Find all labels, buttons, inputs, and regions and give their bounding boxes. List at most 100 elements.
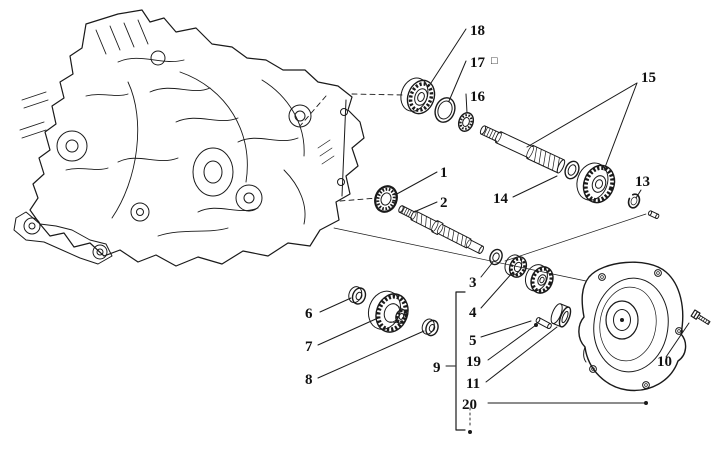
gear-shaft-15: [479, 125, 566, 174]
leader-line-5: [480, 320, 532, 338]
circlip-13: [627, 193, 641, 209]
spline: [456, 232, 459, 244]
outer-rim: [375, 293, 409, 333]
rib: [197, 207, 259, 213]
worm-spline-hatch: [416, 211, 467, 248]
bore: [355, 291, 363, 301]
fin: [95, 29, 107, 55]
callout-15: 15: [641, 70, 656, 86]
callout-17-square-marker: □: [491, 55, 498, 67]
exploded-parts: [348, 77, 711, 392]
back-face: [348, 286, 363, 304]
cover-outline: [578, 261, 687, 392]
mounting-studs: [19, 91, 49, 139]
callout-2: 2: [440, 195, 448, 211]
pin-body: [536, 317, 552, 329]
outer-ring: [351, 287, 367, 305]
step: [526, 145, 535, 159]
leader-line-1: [394, 171, 438, 196]
engine-crankcase: [13, 9, 365, 267]
tip: [479, 125, 487, 135]
outer-ring: [564, 160, 580, 180]
spline: [443, 225, 446, 237]
shaft-end: [478, 245, 484, 254]
callout-1: 1: [440, 165, 448, 181]
hatch-marks: [317, 139, 335, 165]
callout-18: 18: [470, 23, 485, 39]
leader-lines: [317, 28, 690, 434]
stud: [19, 121, 45, 131]
fin: [123, 22, 135, 48]
leader-line-8: [317, 330, 425, 379]
front-face: [558, 306, 572, 328]
hub: [605, 300, 639, 340]
axis-dashed-lower: [339, 197, 378, 202]
boss-hole: [243, 192, 255, 204]
leader-line-18: [428, 28, 467, 87]
rib: [261, 79, 305, 157]
rib: [179, 71, 248, 183]
spline: [547, 153, 551, 169]
hatch: [319, 147, 333, 157]
leader-dot: [644, 401, 648, 405]
bolt-hole-inner: [644, 383, 648, 387]
cover-depth-line: [583, 346, 587, 363]
rib: [157, 227, 229, 237]
stud: [21, 129, 47, 139]
boss-hole: [96, 248, 104, 256]
case-fins: [95, 19, 149, 55]
leader-line-16: [465, 93, 468, 114]
bore: [561, 310, 569, 324]
spline-hatch: [534, 146, 560, 173]
boss-hole: [65, 139, 79, 153]
spacer-bushing-11: [550, 303, 572, 328]
rib: [85, 93, 129, 97]
boss-hole: [28, 222, 36, 230]
leader-line-10: [665, 322, 690, 358]
screw-threads: [698, 315, 710, 325]
bore: [513, 261, 523, 273]
leader-line-14: [512, 175, 558, 198]
boss: [288, 104, 312, 128]
outer-ring: [508, 256, 528, 278]
bearing-4: [504, 254, 528, 278]
spline: [538, 149, 542, 165]
callout-9: 9: [433, 360, 441, 376]
boss-hole: [136, 208, 144, 216]
bearing-seat-bore: [203, 160, 223, 184]
fin: [109, 25, 121, 51]
spline: [451, 230, 455, 241]
retaining-ring-17: [434, 97, 456, 123]
cover-inner-rim: [599, 286, 657, 362]
case-outline: [29, 9, 365, 267]
washer-3: [489, 248, 503, 266]
boss: [130, 202, 150, 222]
hub-center: [620, 318, 624, 322]
thread-ticks: [483, 127, 499, 141]
case-face-line: [341, 99, 347, 197]
hub-bore: [613, 309, 631, 331]
bore: [428, 324, 436, 332]
rib: [65, 167, 109, 171]
bolt-hole-inner: [656, 271, 660, 275]
callout-8: 8: [305, 372, 313, 388]
bore: [594, 179, 604, 189]
leader-dot: [534, 323, 538, 327]
leader-line-4: [480, 271, 514, 309]
back-face: [524, 264, 548, 292]
bolt-holes: [589, 269, 683, 389]
tick: [408, 210, 412, 217]
tick: [405, 209, 410, 216]
bore: [492, 252, 500, 262]
axis-to-cover: [333, 227, 587, 282]
leader-dot: [468, 430, 472, 434]
hub: [591, 175, 607, 193]
ball-band: [408, 82, 434, 112]
step: [465, 239, 472, 248]
leader-line-13: [635, 189, 642, 199]
pin-end: [535, 317, 541, 323]
teeth-band: [583, 165, 615, 203]
boss: [235, 184, 263, 212]
spline: [429, 218, 432, 230]
